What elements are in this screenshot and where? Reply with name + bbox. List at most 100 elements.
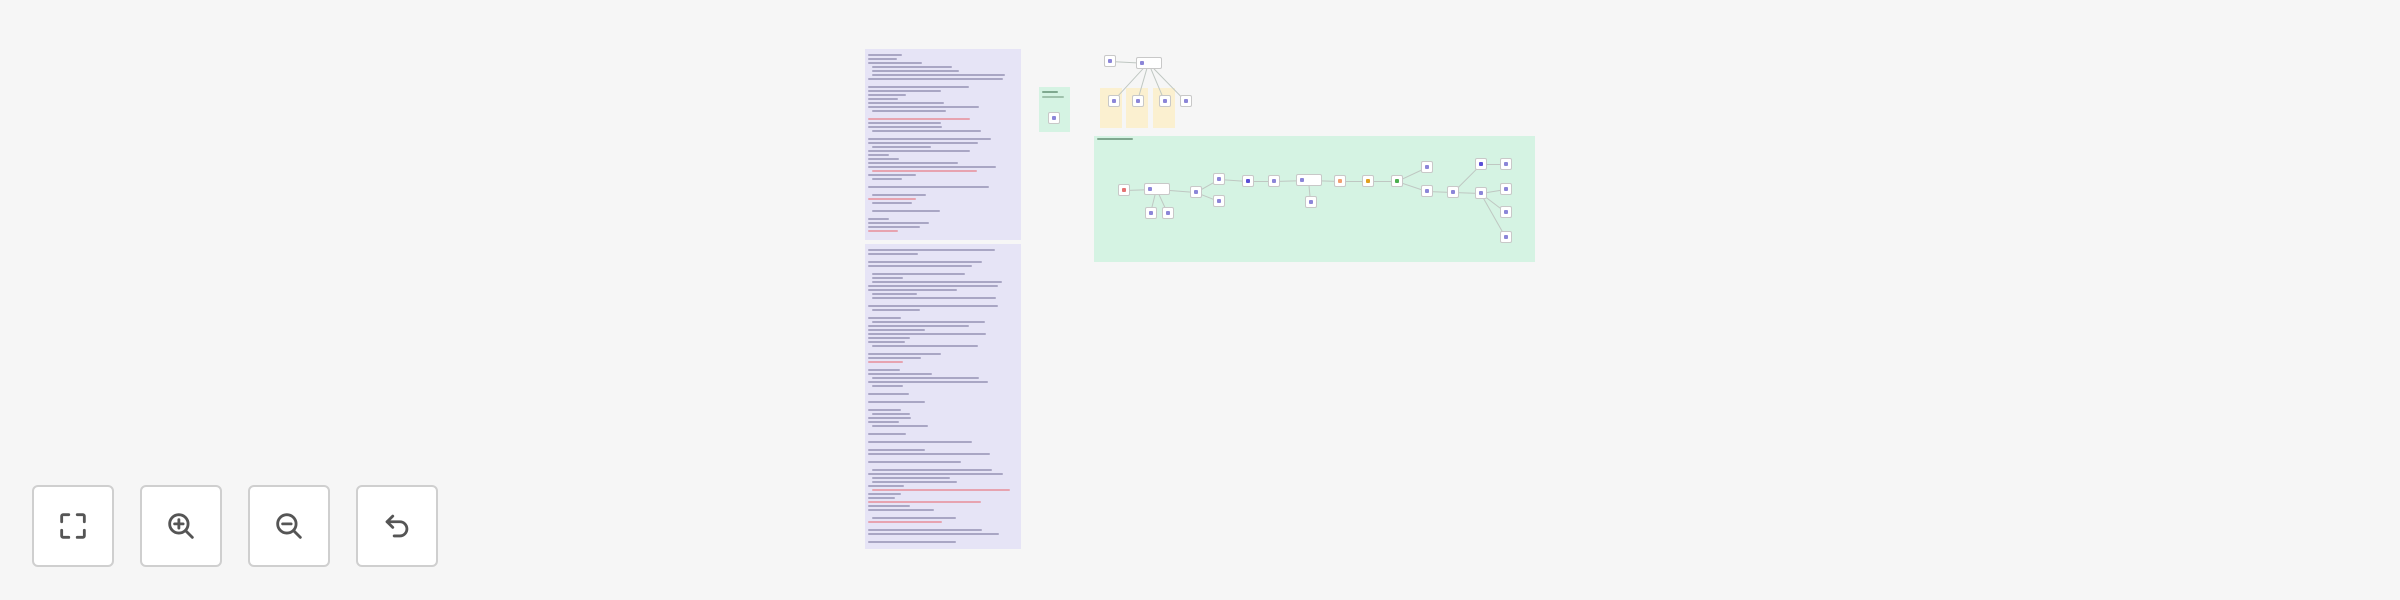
text-line: [868, 289, 958, 291]
flow-connection: [1340, 181, 1368, 182]
text-line: [868, 501, 982, 503]
text-line: [868, 86, 969, 88]
text-line: [868, 485, 905, 487]
text-line: [872, 178, 902, 180]
flow-node[interactable]: [1108, 95, 1120, 107]
text-line: [872, 170, 977, 172]
text-line: [872, 413, 910, 415]
text-line: [872, 293, 917, 295]
text-line: [868, 541, 957, 543]
text-line: [868, 353, 941, 355]
text-line: [868, 329, 926, 331]
zoom-out-button[interactable]: [248, 485, 330, 567]
zoom-in-icon: [168, 513, 194, 539]
flow-node[interactable]: [1362, 175, 1374, 187]
text-line: [868, 118, 970, 120]
text-line: [872, 425, 929, 427]
text-line: [868, 381, 989, 383]
text-line: [868, 162, 959, 164]
fit-view-button[interactable]: [32, 485, 114, 567]
flow-node[interactable]: [1296, 174, 1322, 186]
flow-node[interactable]: [1334, 175, 1346, 187]
flow-node[interactable]: [1213, 195, 1225, 207]
flow-node[interactable]: [1190, 186, 1202, 198]
zoom-in-button[interactable]: [140, 485, 222, 567]
flow-node[interactable]: [1268, 175, 1280, 187]
text-line: [868, 122, 941, 124]
text-line: [868, 230, 898, 232]
text-line: [872, 194, 926, 196]
flow-node[interactable]: [1159, 95, 1171, 107]
flow-node[interactable]: [1213, 173, 1225, 185]
text-line: [868, 393, 910, 395]
text-line: [868, 509, 934, 511]
text-line: [868, 102, 945, 104]
text-line: [868, 337, 911, 339]
text-line: [872, 481, 958, 483]
text-line: [872, 309, 921, 311]
flow-connection: [1368, 181, 1397, 182]
text-line: [868, 261, 983, 263]
text-line: [868, 62, 923, 64]
document-panel-top[interactable]: [865, 49, 1021, 240]
text-line: [868, 529, 983, 531]
note-card[interactable]: [1153, 88, 1175, 128]
flow-node[interactable]: [1180, 95, 1192, 107]
text-line: [868, 453, 990, 455]
flow-node[interactable]: [1500, 231, 1512, 243]
text-line: [868, 401, 926, 403]
flow-node[interactable]: [1162, 207, 1174, 219]
small-note-group[interactable]: [1039, 87, 1070, 132]
text-line: [868, 305, 998, 307]
text-line: [868, 249, 995, 251]
undo-icon: [385, 514, 409, 538]
note-card[interactable]: [1126, 88, 1148, 128]
text-line: [868, 317, 901, 319]
text-line: [868, 369, 901, 371]
flow-node[interactable]: [1475, 158, 1487, 170]
text-line: [868, 285, 999, 287]
text-line: [872, 477, 950, 479]
flow-node[interactable]: [1048, 112, 1060, 124]
flow-connection: [1248, 181, 1274, 182]
flow-node[interactable]: [1391, 175, 1403, 187]
text-line: [868, 253, 919, 255]
text-line: [868, 493, 901, 495]
text-line: [868, 361, 904, 363]
text-line: [868, 325, 969, 327]
flow-node[interactable]: [1475, 187, 1487, 199]
text-line: [868, 505, 911, 507]
fullscreen-icon: [60, 513, 86, 539]
flow-node[interactable]: [1500, 183, 1512, 195]
text-line: [868, 78, 1003, 80]
flow-node[interactable]: [1447, 186, 1459, 198]
flow-node[interactable]: [1305, 196, 1317, 208]
text-line: [868, 186, 990, 188]
undo-button[interactable]: [356, 485, 438, 567]
flow-node[interactable]: [1104, 55, 1116, 67]
text-line: [868, 449, 926, 451]
text-line: [872, 277, 903, 279]
text-line: [872, 66, 952, 68]
document-panel-bottom[interactable]: [865, 244, 1021, 549]
flow-node[interactable]: [1421, 161, 1433, 173]
text-line: [868, 198, 916, 200]
flow-node[interactable]: [1421, 185, 1433, 197]
flow-connection: [1481, 164, 1506, 165]
flow-node[interactable]: [1145, 207, 1157, 219]
flow-node[interactable]: [1118, 184, 1130, 196]
flow-node[interactable]: [1144, 183, 1170, 195]
flow-node[interactable]: [1500, 158, 1512, 170]
text-line: [868, 166, 996, 168]
flow-node[interactable]: [1136, 57, 1162, 69]
text-line: [868, 421, 899, 423]
flow-node[interactable]: [1242, 175, 1254, 187]
text-line: [868, 154, 889, 156]
text-line: [868, 473, 1003, 475]
text-line: [868, 461, 962, 463]
flow-node[interactable]: [1132, 95, 1144, 107]
flow-node[interactable]: [1500, 206, 1512, 218]
text-line: [868, 417, 912, 419]
text-line: [868, 433, 907, 435]
